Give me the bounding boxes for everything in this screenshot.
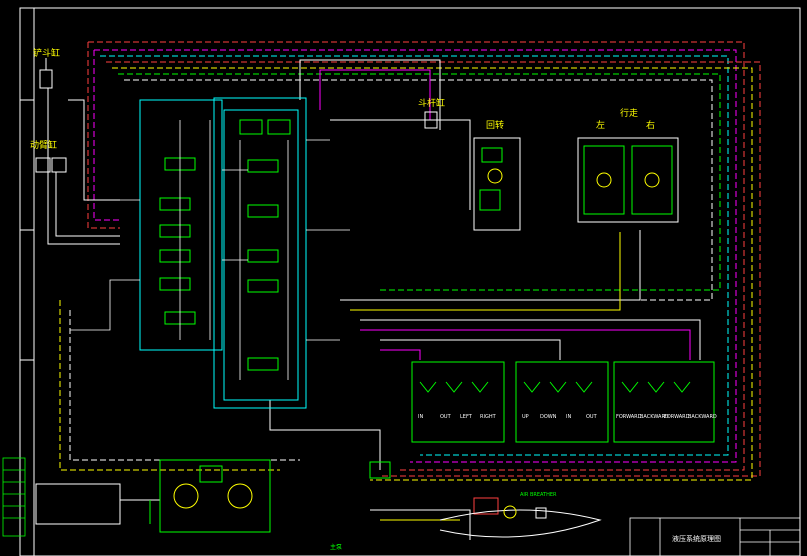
port-label: LEFT [460,414,473,420]
boom-cylinder [35,157,67,173]
port-label: DOWN [540,414,557,420]
outer-dashed-lines [59,41,761,481]
pilot-group-2 [515,361,609,443]
port-label: IN [418,414,423,420]
travel-label: 行走 [620,107,638,119]
travel-right-label: 右 [646,119,655,131]
air-breather-label: AIR BREATHER [520,492,557,498]
port-label: OUT [586,414,598,420]
valve-spools [159,119,291,371]
tank-assembly [369,461,602,538]
port-label: BACKWARD [688,414,717,420]
bucket-cylinder-label: 铲斗缸 [33,47,60,59]
pilot-port-labels: IN OUT LEFT RIGHT UP DOWN IN OUT FORWARD… [418,414,717,420]
revision-table [2,457,26,537]
title-block [629,517,801,556]
arm-cylinder [424,111,438,129]
port-label: UP [522,414,529,420]
drawing-frame [19,7,801,556]
port-label: RIGHT [480,414,497,420]
port-label: OUT [440,414,452,420]
boom-cylinder-label: 动臂缸 [30,139,57,151]
travel-motors [577,137,679,223]
drawing-title: 液压系统原理图 [672,534,721,543]
port-label: FORWARD [664,414,690,420]
arm-cylinder-label: 斗杆缸 [418,97,445,109]
main-control-valve [139,97,307,409]
port-label: IN [566,414,571,420]
swing-motor [473,137,521,231]
valve-bank-lines [70,120,350,380]
pump-group [35,459,271,533]
port-label: BACKWARD [640,414,669,420]
pump-unit-label: 主泵 [330,543,342,551]
travel-left-label: 左 [596,119,605,131]
pressure-lines [47,59,701,540]
pilot-group-3 [613,361,715,443]
port-label: FORWARD [616,414,642,420]
bucket-cylinder [39,58,53,89]
pilot-group-1 [411,361,505,443]
swing-label: 回转 [486,119,504,131]
